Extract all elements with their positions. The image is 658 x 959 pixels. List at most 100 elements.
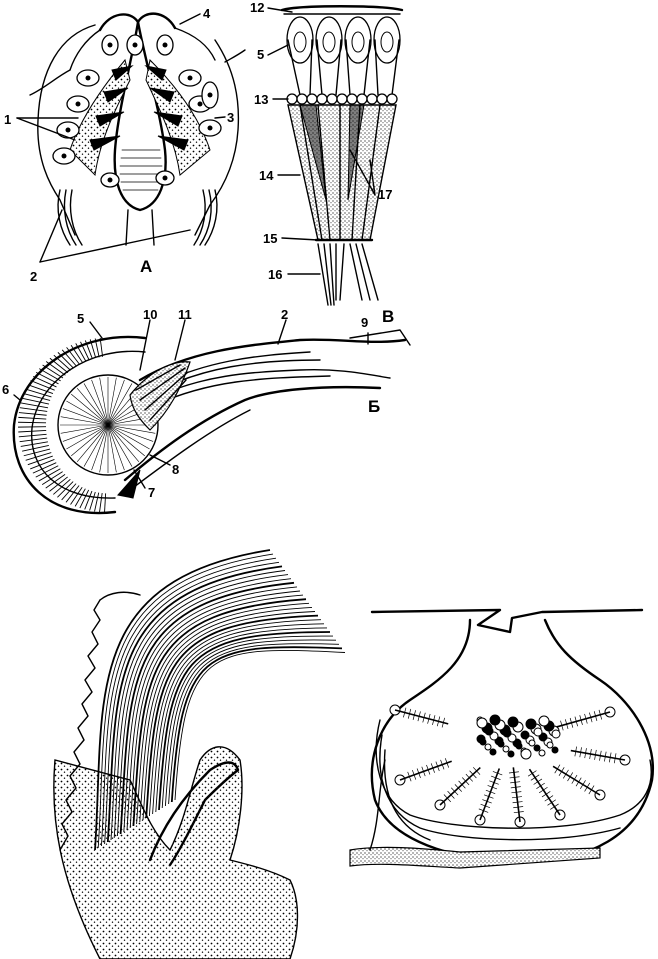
- cluster-cell: [507, 750, 515, 758]
- cluster-cell: [528, 739, 536, 747]
- stroke-line: [35, 372, 59, 385]
- label-14-v: 14: [259, 168, 274, 183]
- crista-fibre: [110, 570, 286, 841]
- stroke-line: [76, 424, 109, 462]
- cluster-cell: [484, 726, 494, 736]
- crista-fibre: [100, 557, 277, 847]
- stroke-line: [30, 380, 55, 391]
- stroke-line: [107, 383, 133, 426]
- panel-v-drawing: [280, 5, 404, 306]
- stroke-line: [70, 486, 83, 505]
- cluster-cell: [520, 748, 532, 760]
- stroke-line: [104, 493, 107, 513]
- cluster-cell: [525, 718, 537, 730]
- stroke-line: [22, 445, 49, 452]
- crista-fibre: [106, 565, 283, 843]
- crista-fibre: [170, 646, 343, 803]
- stroke-line: [107, 424, 117, 473]
- panel-b-leaders: [13, 319, 287, 489]
- stroke-line: [20, 402, 49, 409]
- crista-fibre: [152, 623, 325, 815]
- label-4-a: 4: [203, 6, 211, 21]
- stroke-line: [552, 765, 601, 796]
- cluster-cell: [484, 743, 492, 751]
- cluster-cell: [507, 716, 519, 728]
- crista-fibre: [174, 649, 346, 801]
- stroke-line: [89, 491, 96, 511]
- label-5-v: 5: [257, 47, 264, 62]
- stroke-line: [41, 471, 63, 485]
- crista-fibre: [116, 578, 292, 837]
- stroke-line: [439, 766, 481, 806]
- stroke-line: [45, 361, 66, 376]
- stroke-line: [394, 709, 449, 725]
- crista-fibre: [97, 553, 274, 849]
- cluster-cell: [502, 745, 510, 753]
- stroke-line: [39, 368, 61, 382]
- cluster-cell: [538, 715, 550, 727]
- stroke-line: [66, 347, 80, 365]
- stroke-line: [45, 474, 66, 489]
- crista-fibre: [139, 606, 313, 823]
- stroke-line: [62, 408, 109, 426]
- cell-cluster: [476, 714, 561, 760]
- panel-v-leaders: [267, 7, 376, 275]
- stroke-line: [22, 397, 50, 405]
- label-16-v: 16: [268, 267, 282, 282]
- cup-organ-illustration: [349, 608, 655, 869]
- stroke-line: [91, 424, 109, 471]
- inner-fibres: [60, 377, 156, 473]
- hair-cells: [89, 65, 189, 151]
- crista-fibre: [132, 598, 307, 827]
- cluster-cell: [520, 730, 530, 740]
- stroke-line: [89, 339, 97, 359]
- stippled-base: [53, 746, 299, 959]
- label-2-b: 2: [281, 307, 288, 322]
- cluster-cell: [546, 741, 554, 749]
- cluster-cell: [515, 742, 523, 750]
- stroke-line: [49, 476, 68, 492]
- stroke-line: [61, 349, 77, 367]
- stroke-line: [38, 468, 61, 482]
- stroke-line: [18, 433, 47, 438]
- crista-fibre: [113, 574, 289, 839]
- stroke-line: [62, 424, 109, 442]
- stroke-line: [18, 430, 47, 433]
- panel-a-diagram: 1 2 3 4 А: [4, 6, 246, 284]
- stroke-line: [71, 424, 109, 457]
- upper-cells: [286, 16, 401, 96]
- label-3-a: 3: [227, 110, 234, 125]
- label-7-b: 7: [148, 485, 155, 500]
- label-8-b: 8: [172, 462, 179, 477]
- stroke-line: [83, 424, 109, 467]
- label-1-a: 1: [4, 112, 11, 127]
- stroke-line: [107, 379, 125, 426]
- cluster-cell: [502, 728, 512, 738]
- stroke-line: [20, 441, 48, 447]
- stroke-line: [107, 377, 117, 426]
- crista-fibre: [168, 643, 340, 805]
- stroke-line: [35, 465, 59, 478]
- supporting-cells: [52, 34, 222, 188]
- crista-fibres: [94, 549, 346, 851]
- stroke-line: [84, 340, 93, 359]
- stroke-line: [76, 388, 109, 426]
- cell-row-13: [286, 93, 398, 105]
- cluster-cell: [533, 727, 543, 737]
- stroke-line: [66, 400, 109, 426]
- stroke-line: [18, 412, 47, 416]
- cluster-cell: [489, 748, 497, 756]
- stroke-line: [57, 481, 74, 498]
- stroke-line: [512, 767, 521, 823]
- cluster-cell: [476, 717, 488, 729]
- stroke-line: [33, 375, 57, 388]
- label-10-b: 10: [143, 307, 157, 322]
- panel-letter-v: В: [382, 307, 394, 326]
- cluster-cell: [489, 714, 501, 726]
- cone-fibres: [299, 104, 381, 241]
- nerve-fibres: [57, 189, 218, 246]
- stroke-line: [479, 768, 501, 821]
- panel-letter-b: Б: [368, 397, 380, 416]
- label-13-v: 13: [254, 92, 268, 107]
- stroke-line: [94, 492, 100, 512]
